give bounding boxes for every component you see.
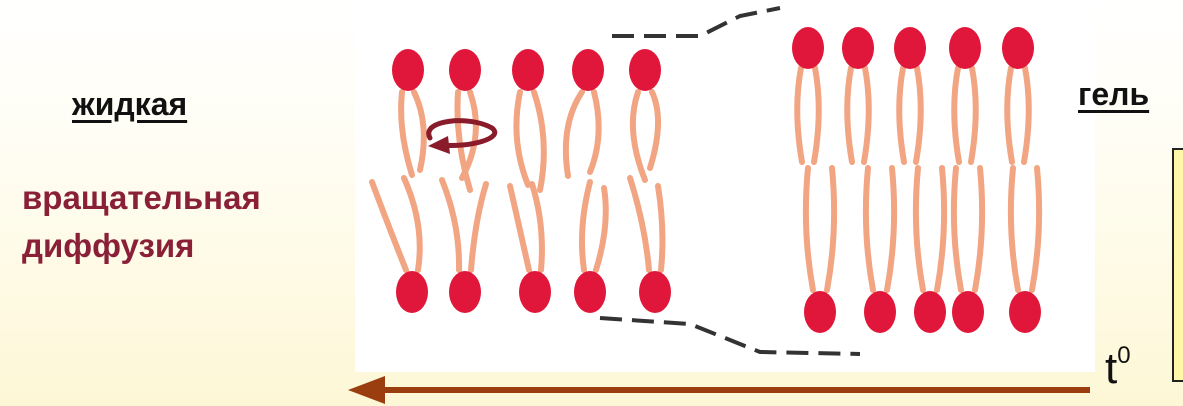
lipid-head	[639, 271, 671, 313]
temperature-label: t0	[1105, 344, 1131, 394]
liquid-phase-label: жидкая	[72, 86, 187, 123]
lipid-head	[949, 27, 981, 69]
legend-box	[1172, 148, 1183, 382]
lipid-head	[396, 271, 428, 313]
lipid-head	[842, 27, 874, 69]
lipid-head	[449, 49, 481, 91]
temperature-symbol: t	[1105, 344, 1117, 393]
temperature-arrow-icon	[348, 376, 1090, 404]
lipid-head	[574, 271, 606, 313]
lipid-head	[629, 49, 661, 91]
lipid-head	[864, 291, 896, 333]
temperature-degree: 0	[1117, 342, 1130, 369]
lipid-head	[914, 291, 946, 333]
rotational-diffusion-label-line1: вращательная	[22, 174, 261, 222]
temperature-arrow-head	[348, 376, 385, 404]
lipid-head	[449, 271, 481, 313]
lipid-head	[952, 291, 984, 333]
lipid-head	[1002, 27, 1034, 69]
lipid-head	[804, 291, 836, 333]
lipid-head	[392, 49, 424, 91]
gel-phase-label: гель	[1078, 76, 1149, 113]
lipid-head	[894, 27, 926, 69]
lipid-head	[572, 49, 604, 91]
lipid-head	[519, 271, 551, 313]
lipid-head	[792, 27, 824, 69]
lipid-head	[512, 49, 544, 91]
lipid-head	[1009, 291, 1041, 333]
rotational-diffusion-label-line2: диффузия	[22, 222, 194, 270]
